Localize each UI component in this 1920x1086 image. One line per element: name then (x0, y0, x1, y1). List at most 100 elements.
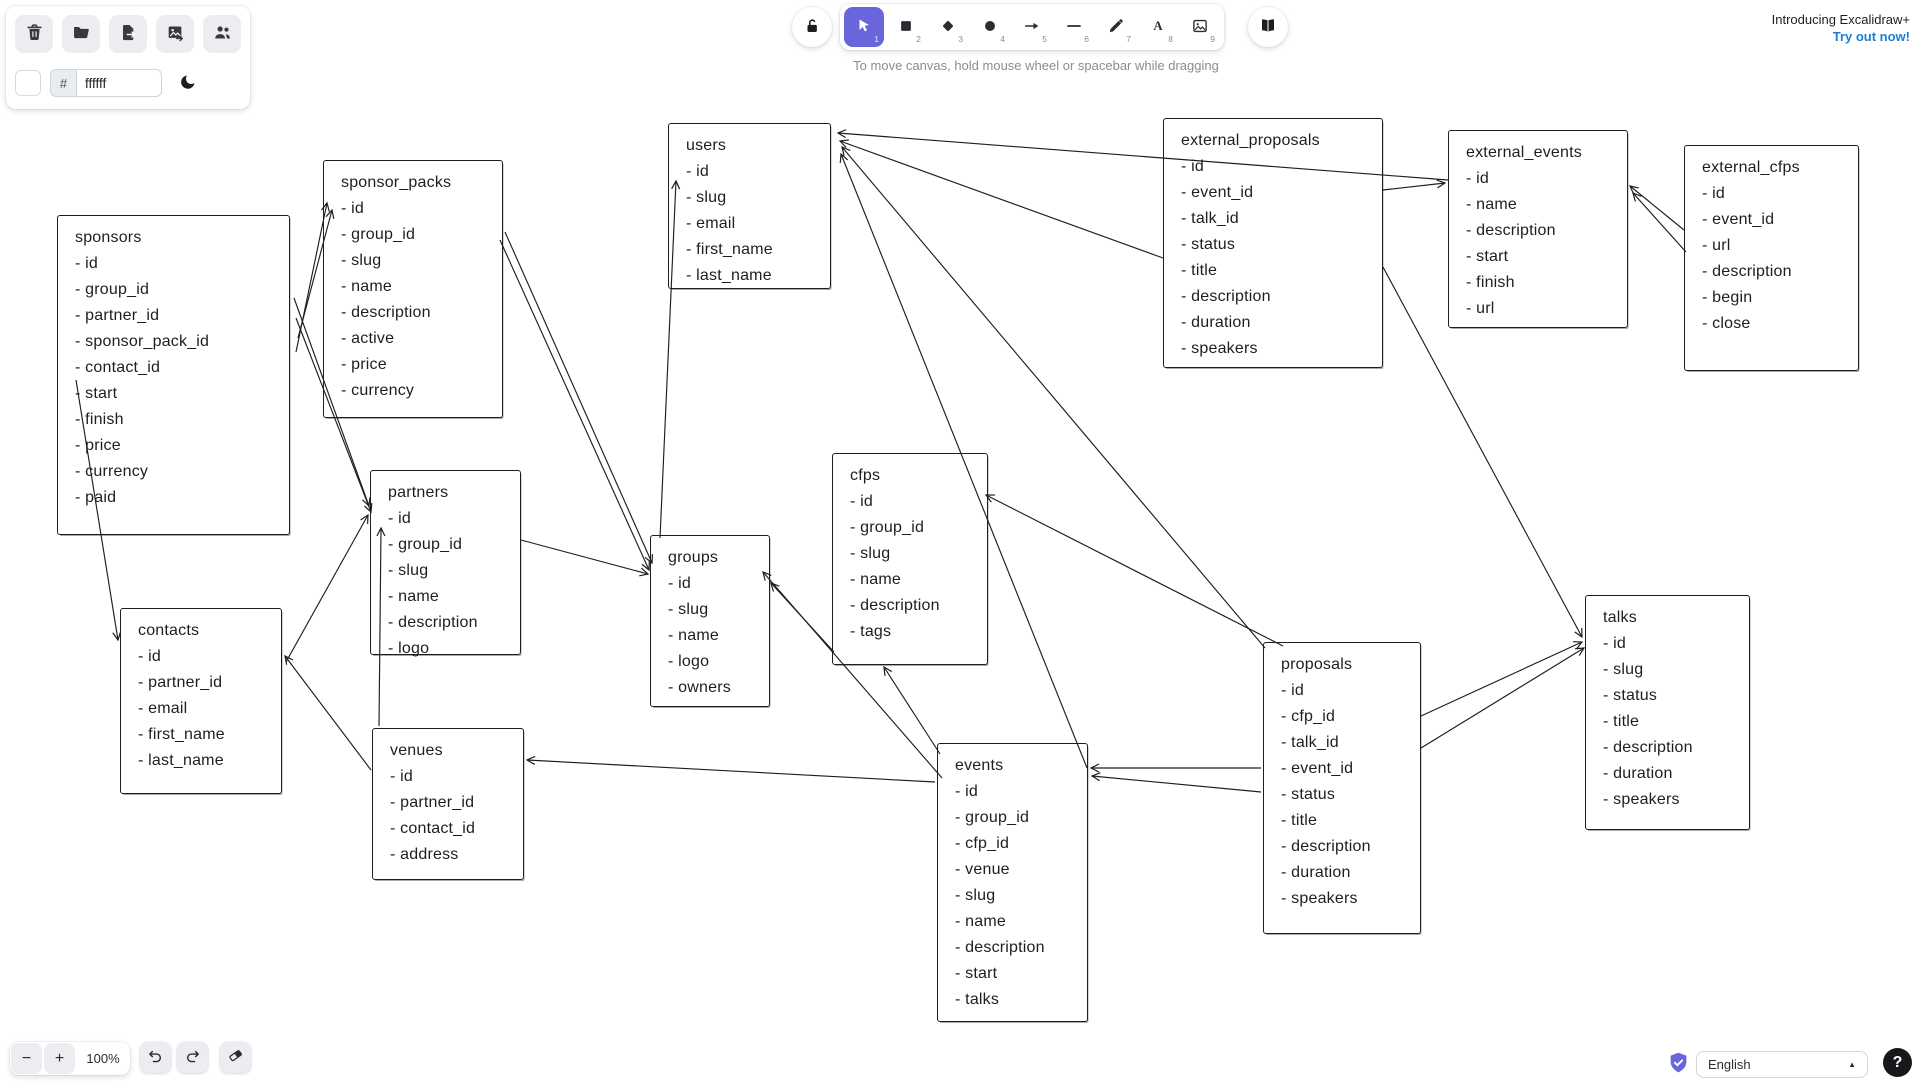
entity-field: - name (341, 278, 392, 295)
entity-field: - description (341, 304, 431, 321)
entity-events[interactable]: events- id- group_id- cfp_id- venue- slu… (937, 743, 1088, 1022)
entity-field: - description (1281, 838, 1371, 855)
tool-image[interactable]: 9 (1180, 7, 1220, 47)
moon-icon (179, 73, 197, 94)
svg-text:A: A (1153, 19, 1163, 33)
entity-cfps[interactable]: cfps- id- group_id- slug- name- descript… (832, 453, 988, 665)
tool-rectangle[interactable]: 2 (886, 7, 926, 47)
tool-selection[interactable]: 1 (844, 7, 884, 47)
text-icon: A (1149, 17, 1167, 38)
entity-external_events[interactable]: external_events- id- name- description- … (1448, 130, 1628, 328)
entity-title: venues (390, 742, 443, 759)
clear-canvas-button[interactable] (15, 15, 53, 53)
relation-arrow-proposals-to-talks[interactable] (1420, 642, 1582, 717)
tool-shortcut: 9 (1210, 34, 1215, 44)
entity-field: - start (75, 385, 118, 402)
entity-field: - duration (1603, 765, 1673, 782)
entity-sponsor_packs[interactable]: sponsor_packs- id- group_id- slug- name-… (323, 160, 503, 418)
entity-field: - start (955, 965, 998, 982)
relation-arrow-external_cfps-to-external_events[interactable] (1633, 193, 1687, 253)
entity-field: - start (1466, 248, 1509, 265)
entity-field: - id (668, 575, 692, 592)
hex-color-input[interactable] (76, 69, 162, 97)
entity-field: - last_name (686, 267, 772, 284)
relation-arrow-external_proposals-to-external_events[interactable] (1382, 183, 1445, 191)
undo-button[interactable] (140, 1042, 171, 1073)
lock-tool-button[interactable] (792, 7, 832, 47)
entity-field: - speakers (1281, 890, 1358, 907)
entity-field: - first_name (138, 726, 225, 743)
live-collaboration-button[interactable] (203, 15, 241, 53)
entity-field: - logo (668, 653, 710, 670)
entity-field: - event_id (1181, 184, 1254, 201)
dark-mode-toggle[interactable] (171, 66, 205, 100)
entity-users[interactable]: users- id- slug- email- first_name- last… (668, 123, 831, 289)
entity-title: sponsor_packs (341, 174, 452, 191)
entity-title: cfps (850, 467, 881, 484)
relation-arrow-proposals-to-events[interactable] (1092, 776, 1262, 793)
canvas-background-swatch[interactable] (15, 70, 41, 96)
zoom-level[interactable]: 100% (86, 1051, 120, 1066)
relation-arrow-cfps-to-groups[interactable] (771, 583, 835, 653)
relation-arrow-external_cfps-to-external_events[interactable] (1630, 186, 1685, 231)
entity-contacts[interactable]: contacts- id- partner_id- email- first_n… (120, 608, 282, 794)
entity-field: - name (850, 571, 901, 588)
entity-field: - finish (75, 411, 124, 428)
zoom-out-button[interactable]: − (11, 1043, 42, 1074)
entity-field: - name (1466, 196, 1517, 213)
entity-sponsors[interactable]: sponsors- id- group_id- partner_id- spon… (57, 215, 290, 535)
entity-proposals[interactable]: proposals- id- cfp_id- talk_id- event_id… (1263, 642, 1421, 934)
entity-field: - title (1181, 262, 1218, 279)
entity-field: - id (390, 768, 414, 785)
relation-arrow-venues-to-contacts[interactable] (285, 656, 372, 771)
entity-field: - event_id (1702, 211, 1775, 228)
relation-arrow-events-to-venues[interactable] (527, 760, 936, 783)
canvas-background-row: # (15, 66, 241, 100)
entity-external_cfps[interactable]: external_cfps- id- event_id- url- descri… (1684, 145, 1859, 371)
help-button[interactable]: ? (1883, 1048, 1912, 1077)
relation-arrow-proposals-to-talks[interactable] (1420, 648, 1584, 749)
tool-ellipse[interactable]: 4 (970, 7, 1010, 47)
tool-shortcut: 6 (1084, 34, 1089, 44)
folder-icon (72, 23, 91, 45)
hex-color-group: # (50, 69, 162, 97)
tool-shortcut: 7 (1126, 34, 1131, 44)
entity-field: - address (390, 846, 459, 863)
entity-field: - description (1702, 263, 1792, 280)
library-button[interactable] (1248, 7, 1288, 47)
entity-venues[interactable]: venues- id- partner_id- contact_id- addr… (372, 728, 524, 880)
redo-button[interactable] (177, 1042, 208, 1073)
relation-arrow-external_proposals-to-users[interactable] (840, 141, 1164, 259)
language-select[interactable]: English ▲ (1696, 1051, 1868, 1078)
promo-link[interactable]: Try out now! (1832, 29, 1910, 44)
tool-diamond[interactable]: 3 (928, 7, 968, 47)
relation-arrow-sponsor_packs-to-groups[interactable] (499, 239, 649, 570)
tool-arrow[interactable]: 5 (1012, 7, 1052, 47)
entity-field: - name (955, 913, 1006, 930)
tool-draw[interactable]: 7 (1096, 7, 1136, 47)
entity-partners[interactable]: partners- id- group_id- slug- name- desc… (370, 470, 521, 657)
relation-arrow-partners-to-groups[interactable] (520, 539, 648, 574)
entity-field: - group_id (955, 809, 1030, 826)
entity-title: partners (388, 484, 449, 501)
entity-talks[interactable]: talks- id- slug- status- title- descript… (1585, 595, 1750, 830)
entity-external_proposals[interactable]: external_proposals- id- event_id- talk_i… (1163, 118, 1383, 368)
entity-field: - sponsor_pack_id (75, 333, 210, 350)
tool-line[interactable]: 6 (1054, 7, 1094, 47)
entity-field: - group_id (341, 226, 416, 243)
entity-groups[interactable]: groups- id- slug- name- logo- owners (650, 535, 770, 707)
relation-arrow-events-to-cfps[interactable] (884, 667, 941, 755)
entity-field: - id (388, 510, 412, 527)
relation-arrow-contacts-to-partners[interactable] (285, 515, 368, 663)
relation-arrow-proposals-to-cfps[interactable] (986, 495, 1284, 647)
entity-field: - cfp_id (1281, 708, 1336, 725)
entity-field: - description (388, 614, 478, 631)
relation-arrow-sponsor_packs-to-groups[interactable] (504, 231, 652, 563)
export-file-button[interactable] (109, 15, 147, 53)
open-button[interactable] (62, 15, 100, 53)
eraser-button[interactable] (220, 1042, 251, 1073)
zoom-in-button[interactable]: + (44, 1043, 75, 1074)
export-image-button[interactable] (156, 15, 194, 53)
